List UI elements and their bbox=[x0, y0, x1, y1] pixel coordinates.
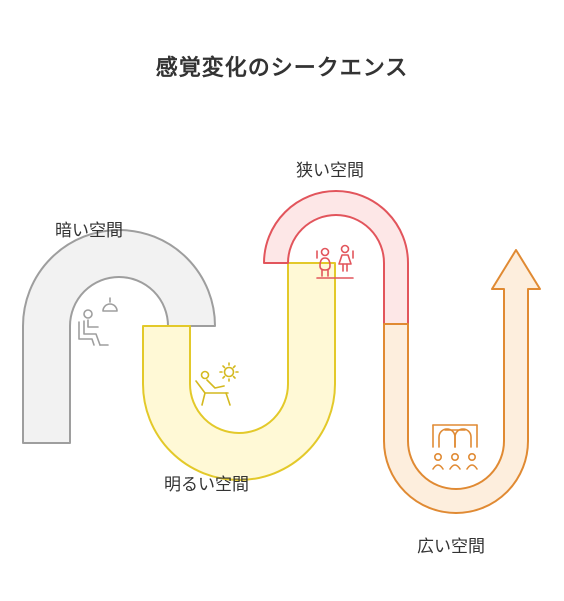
label-wide-space: 広い空間 bbox=[417, 537, 485, 557]
person-sitting-under-lamp-icon bbox=[78, 297, 118, 346]
two-people-close-icon bbox=[316, 244, 354, 279]
diagram-title: 感覚変化のシークエンス bbox=[155, 56, 409, 81]
segment-narrow-space bbox=[263, 190, 409, 325]
group-in-hall-icon bbox=[432, 424, 478, 470]
segment-wide-space bbox=[383, 249, 541, 514]
label-bright-space: 明るい空間 bbox=[164, 475, 249, 495]
segment-bright-space bbox=[142, 262, 336, 481]
label-narrow-space: 狭い空間 bbox=[296, 161, 364, 181]
label-dark-space: 暗い空間 bbox=[55, 221, 123, 241]
segment-dark-space bbox=[22, 229, 216, 444]
person-relaxing-in-sun-icon bbox=[195, 362, 239, 406]
